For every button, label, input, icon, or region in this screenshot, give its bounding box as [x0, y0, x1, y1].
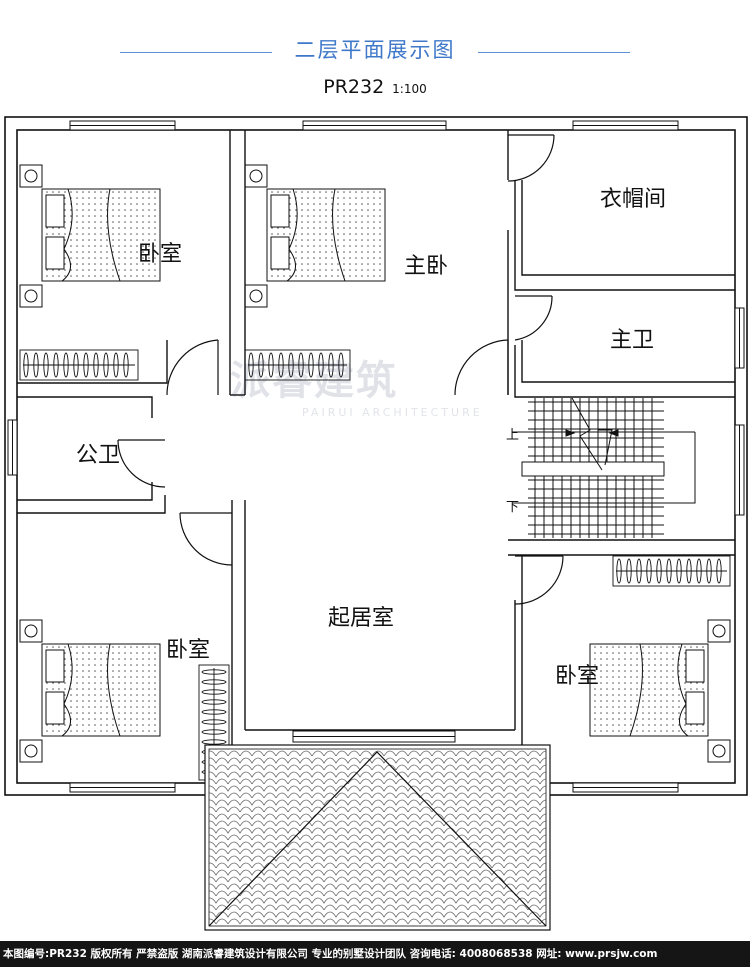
roof-terrace — [204, 730, 551, 931]
header: 二层平面展示图 PR232 1:100 — [0, 0, 750, 110]
beds — [19, 164, 731, 763]
plan-code: PR232 — [323, 76, 385, 98]
staircase — [512, 397, 696, 538]
label-master-bedroom: 主卧 — [404, 254, 449, 279]
plan-scale: 1:100 — [392, 82, 427, 96]
label-cloakroom: 衣帽间 — [600, 187, 667, 212]
wardrobes — [19, 349, 731, 781]
footer-copyright: 本图编号:PR232 版权所有 严禁盗版 湖南派睿建筑设计有限公司 专业的别墅设… — [0, 941, 750, 967]
title-rule-left — [120, 52, 272, 53]
interior-walls — [17, 130, 735, 783]
plan-code-line: PR232 1:100 — [0, 76, 750, 98]
label-bedroom-nw: 卧室 — [138, 242, 183, 267]
label-master-bath: 主卫 — [610, 328, 655, 353]
stair-up-label: 上 — [506, 428, 520, 443]
bed-nw — [19, 164, 161, 308]
bed-se — [589, 619, 731, 763]
label-living-room: 起居室 — [328, 606, 395, 631]
doors — [117, 134, 564, 605]
page-title: 二层平面展示图 — [294, 38, 456, 62]
stair-down-label: 下 — [506, 500, 520, 515]
title-rule-right — [478, 52, 630, 53]
windows — [7, 120, 745, 793]
bed-master — [244, 164, 386, 308]
label-bedroom-se: 卧室 — [555, 664, 600, 689]
label-bedroom-sw: 卧室 — [166, 638, 211, 663]
label-public-bath: 公卫 — [76, 443, 121, 468]
bed-sw — [19, 619, 161, 763]
